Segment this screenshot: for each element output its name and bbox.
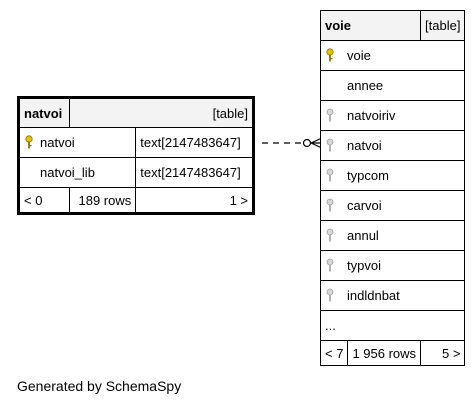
foreign-key-icon: [326, 288, 334, 302]
column-row[interactable]: natvoiriv: [319, 100, 466, 131]
column-name-cell: voie: [319, 40, 466, 71]
column-name: natvoiriv: [347, 108, 396, 123]
column-name-cell: natvoi: [319, 130, 466, 161]
primary-key-icon: [326, 48, 334, 62]
column-name-cell: natvoi_lib: [17, 157, 137, 188]
table-name[interactable]: voie: [319, 10, 422, 41]
parents-count[interactable]: < 7: [319, 340, 349, 366]
column-name-cell: annul: [319, 220, 466, 251]
column-type: text[2147483647]: [135, 127, 254, 158]
column-row[interactable]: annee: [319, 70, 466, 101]
voie-table[interactable]: voie [table] voie annee natvoiriv natvoi…: [319, 10, 466, 366]
column-name-cell: annee: [319, 70, 466, 101]
table-type-label: [table]: [69, 97, 254, 128]
more-columns-ellipsis: ...: [319, 310, 466, 341]
column-row[interactable]: indldnbat: [319, 280, 466, 311]
column-name: voie: [347, 48, 371, 63]
foreign-key-icon: [326, 198, 334, 212]
table-type-label: [table]: [420, 10, 466, 41]
column-name-cell: natvoi: [17, 127, 137, 158]
column-name-cell: natvoiriv: [319, 100, 466, 131]
column-name: natvoi: [40, 135, 75, 150]
primary-key-icon: [25, 135, 33, 149]
column-name: annee: [347, 78, 384, 93]
table-footer: < 7 1 956 rows 5 >: [319, 340, 466, 366]
column-type: text[2147483647]: [135, 157, 254, 188]
column-name-cell: typvoi: [319, 250, 466, 281]
table-header: natvoi [table]: [17, 97, 254, 128]
children-count[interactable]: 5 >: [420, 340, 466, 366]
column-name: typcom: [347, 168, 389, 183]
table-name[interactable]: natvoi: [17, 97, 71, 128]
column-row[interactable]: natvoi: [319, 130, 466, 161]
column-row[interactable]: carvoi: [319, 190, 466, 221]
parents-count[interactable]: < 0: [17, 187, 71, 214]
column-name: indldnbat: [347, 288, 400, 303]
foreign-key-icon: [326, 168, 334, 182]
children-count[interactable]: 1 >: [135, 187, 254, 214]
column-name: natvoi_lib: [40, 165, 95, 180]
zero-cardinality-marker: [302, 138, 312, 148]
column-row[interactable]: natvoi text[2147483647]: [17, 127, 254, 158]
column-row[interactable]: natvoi_lib text[2147483647]: [17, 157, 254, 188]
column-name-cell: indldnbat: [319, 280, 466, 311]
column-name: natvoi: [347, 138, 382, 153]
table-footer: < 0 189 rows 1 >: [17, 187, 254, 214]
column-name-cell: typcom: [319, 160, 466, 191]
column-name: annul: [347, 228, 379, 243]
natvoi-table[interactable]: natvoi [table] natvoi text[2147483647] n…: [17, 96, 255, 215]
column-name-cell: carvoi: [319, 190, 466, 221]
generated-by-note: Generated by SchemaSpy: [17, 378, 182, 394]
row-count: 189 rows: [69, 187, 137, 214]
column-row[interactable]: voie: [319, 40, 466, 71]
foreign-key-icon: [326, 228, 334, 242]
column-row[interactable]: typcom: [319, 160, 466, 191]
foreign-key-icon: [326, 258, 334, 272]
row-count: 1 956 rows: [347, 340, 422, 366]
column-name: typvoi: [347, 258, 381, 273]
column-row[interactable]: annul: [319, 220, 466, 251]
table-header: voie [table]: [319, 10, 466, 41]
column-name: carvoi: [347, 198, 382, 213]
more-columns-row: ...: [319, 310, 466, 341]
foreign-key-icon: [326, 108, 334, 122]
foreign-key-icon: [326, 138, 334, 152]
column-row[interactable]: typvoi: [319, 250, 466, 281]
